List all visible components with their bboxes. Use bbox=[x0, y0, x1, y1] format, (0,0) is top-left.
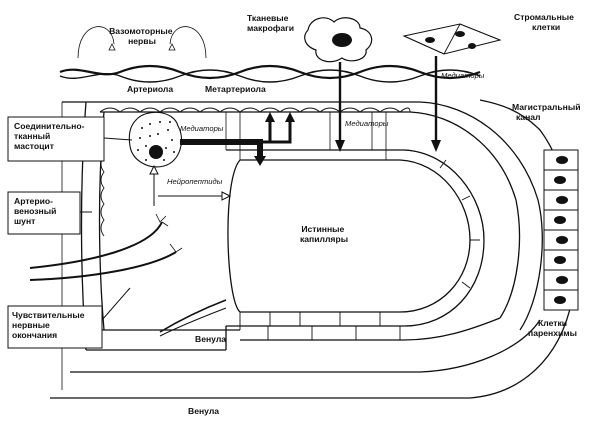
av-shunt-label-box bbox=[7, 191, 81, 235]
stromal-cells-label: Стромальные клетки bbox=[514, 12, 576, 32]
sensory-nerve-endings-drawing bbox=[29, 213, 183, 281]
arteriole-label: Артериола bbox=[127, 84, 173, 94]
mast-cell-label: Соединительно- тканный мастоцит bbox=[14, 121, 87, 151]
arteriole-nerve-band bbox=[59, 64, 481, 83]
vasomotor-nerves-label: Вазомоторные нервы bbox=[109, 26, 175, 46]
neuropeptide-arrow bbox=[149, 164, 232, 206]
sensory-label-box bbox=[7, 305, 103, 349]
parenchyma-cells bbox=[543, 149, 579, 311]
main-channel-label: Магистральный канал bbox=[512, 102, 583, 122]
mast-cell-label-box bbox=[7, 116, 105, 162]
vessel-walls bbox=[50, 99, 576, 399]
sensory-nerve-endings-label: Чувствительные нервные окончания bbox=[12, 310, 87, 340]
venule-bottom-label: Венула bbox=[188, 406, 219, 416]
tissue-macrophages-label: Тканевые макрофаги bbox=[247, 13, 294, 33]
mast-cell-leader bbox=[103, 137, 133, 141]
parenchyma-cells-label: Клетки паренхимы bbox=[528, 318, 577, 338]
venule-nerves bbox=[159, 299, 227, 337]
mediators-macrophage-label: Медиаторы bbox=[345, 119, 389, 128]
true-capillaries-label: Истинные капилляры bbox=[300, 224, 348, 244]
tissue-macrophage-cell bbox=[304, 17, 373, 63]
venule-inner-label: Венула bbox=[195, 334, 226, 344]
vasomotor-nerves-drawing bbox=[77, 26, 207, 59]
metarteriole-label: Метартериола bbox=[205, 84, 266, 94]
mediators-stromal-label: Медиаторы bbox=[441, 71, 485, 80]
mediators-mast-label: Медиаторы bbox=[180, 124, 224, 133]
av-shunt-label: Артерио- венозный шунт bbox=[14, 196, 59, 226]
mast-mediator-arrows bbox=[180, 112, 295, 166]
mediator-arrows bbox=[335, 56, 441, 152]
mast-cell-drawing bbox=[128, 111, 182, 168]
neuropeptides-label: Нейропептиды bbox=[167, 177, 223, 186]
sensory-leader bbox=[101, 287, 131, 321]
stromal-cells bbox=[402, 23, 502, 55]
